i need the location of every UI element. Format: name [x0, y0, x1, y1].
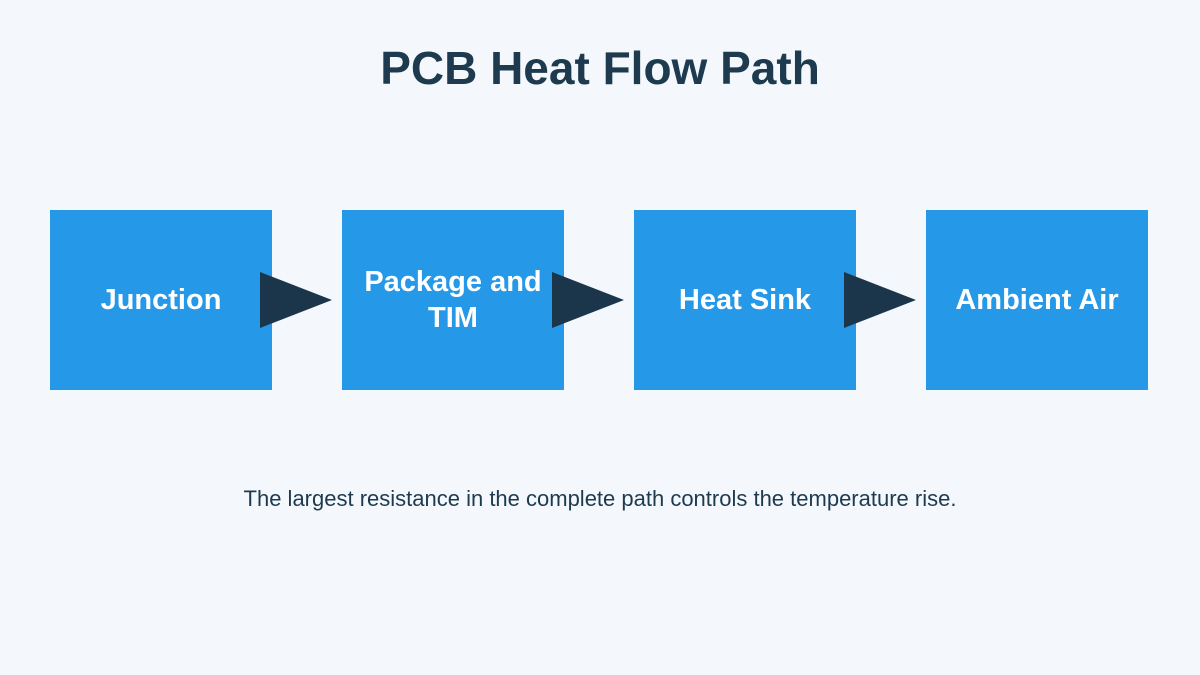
- stage-label: Ambient Air: [955, 284, 1119, 316]
- flow-arrow-icon: [844, 272, 916, 328]
- stage-heat-sink: Heat Sink: [634, 210, 856, 390]
- stage-package-and-tim: Package and TIM: [342, 210, 564, 390]
- diagram-title: PCB Heat Flow Path: [380, 42, 820, 94]
- stage-ambient-air: Ambient Air: [926, 210, 1148, 390]
- caption-text: The largest resistance in the complete p…: [243, 486, 957, 511]
- stage-label: Heat Sink: [678, 284, 812, 316]
- flow-arrow-icon: [260, 272, 332, 328]
- stage-label: Package and TIM: [364, 266, 542, 334]
- stage-junction: Junction: [50, 210, 272, 390]
- flow-arrow-icon: [552, 272, 624, 328]
- stage-label: Junction: [100, 284, 222, 316]
